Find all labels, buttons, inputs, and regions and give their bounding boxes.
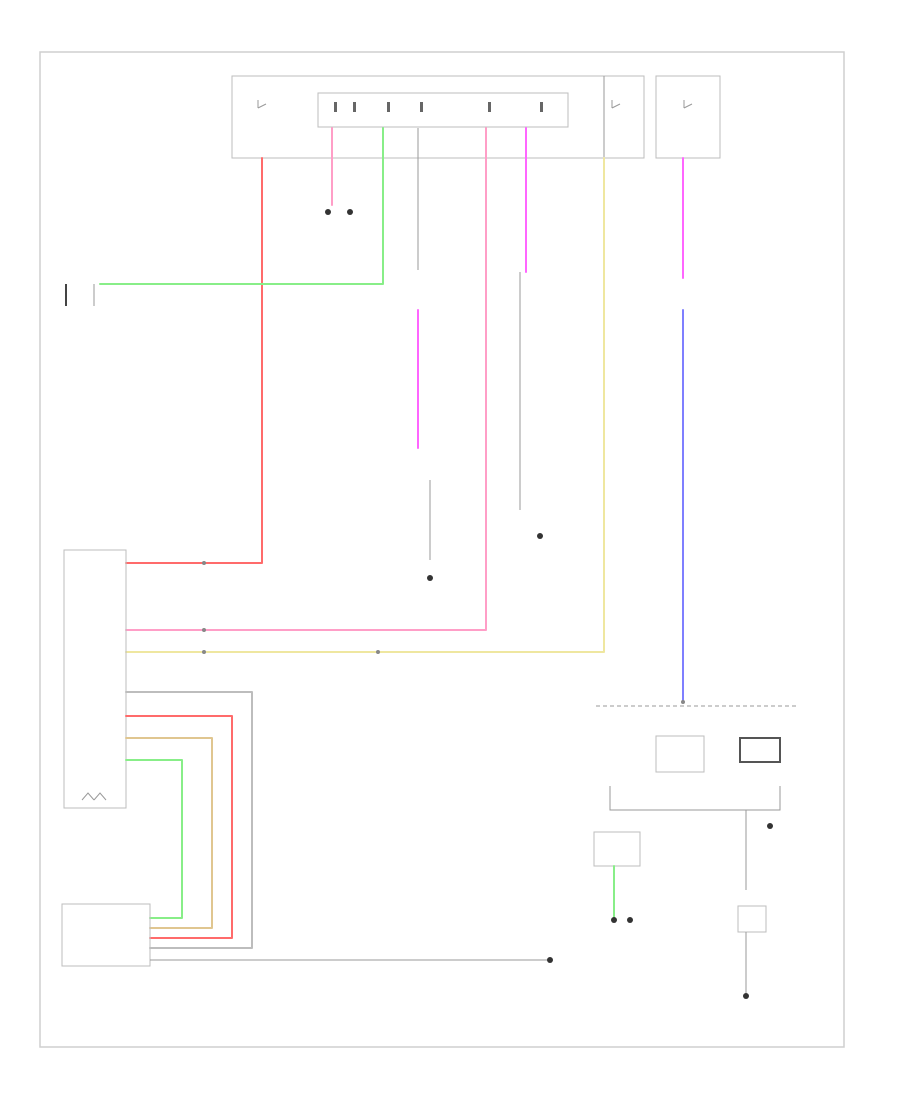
- right-module-small: [655, 735, 705, 773]
- diagram-frame: [39, 51, 845, 1048]
- ground-icon: [325, 209, 331, 215]
- wire-lower-tan: [125, 737, 213, 929]
- ground-icon: [537, 533, 543, 539]
- ground-icon: [611, 917, 617, 923]
- wire-red: [125, 157, 263, 564]
- splice-icon: [681, 700, 685, 704]
- bottom-center-module: [593, 831, 641, 867]
- splice-icon: [202, 628, 206, 632]
- ground-icon: [627, 917, 633, 923]
- splice-points: [202, 561, 685, 704]
- ground-icon: [347, 209, 353, 215]
- fuse-icon: [353, 102, 356, 112]
- ground-icon: [427, 575, 433, 581]
- left-control-module: [63, 549, 127, 809]
- switch-icon: [683, 100, 693, 109]
- lower-left-switch-module: [61, 903, 151, 967]
- ground-icon: [743, 993, 749, 999]
- fuse-icon: [420, 102, 423, 112]
- upper-right-module: [655, 75, 721, 159]
- relay-symbols: [257, 100, 693, 109]
- right-lower-connector: [737, 905, 767, 933]
- splice-icon: [202, 650, 206, 654]
- fuse-strip: [317, 92, 569, 128]
- wire-pink-long: [125, 127, 487, 631]
- switch-icon: [257, 100, 267, 109]
- left-top-switch: [65, 284, 95, 306]
- fuse-markers: [334, 102, 543, 112]
- fuse-icon: [488, 102, 491, 112]
- ground-icon: [767, 823, 773, 829]
- fuse-icon: [540, 102, 543, 112]
- fuse-relay-block: [231, 75, 645, 159]
- wire-lower-red: [125, 715, 233, 939]
- switch-icon: [611, 100, 621, 109]
- wire-lower-green: [125, 759, 183, 919]
- wire-lower-gray: [125, 691, 253, 949]
- transmission-bracket: [609, 786, 781, 811]
- fuse-icon: [387, 102, 390, 112]
- right-module-dark: [739, 737, 781, 763]
- wire-green-top: [99, 127, 384, 285]
- fuse-icon: [334, 102, 337, 112]
- wire-yellow: [125, 157, 605, 653]
- splice-icon: [202, 561, 206, 565]
- connector-icon: [81, 792, 107, 801]
- ground-icon: [547, 957, 553, 963]
- ground-symbols: [325, 209, 773, 999]
- splice-icon: [376, 650, 380, 654]
